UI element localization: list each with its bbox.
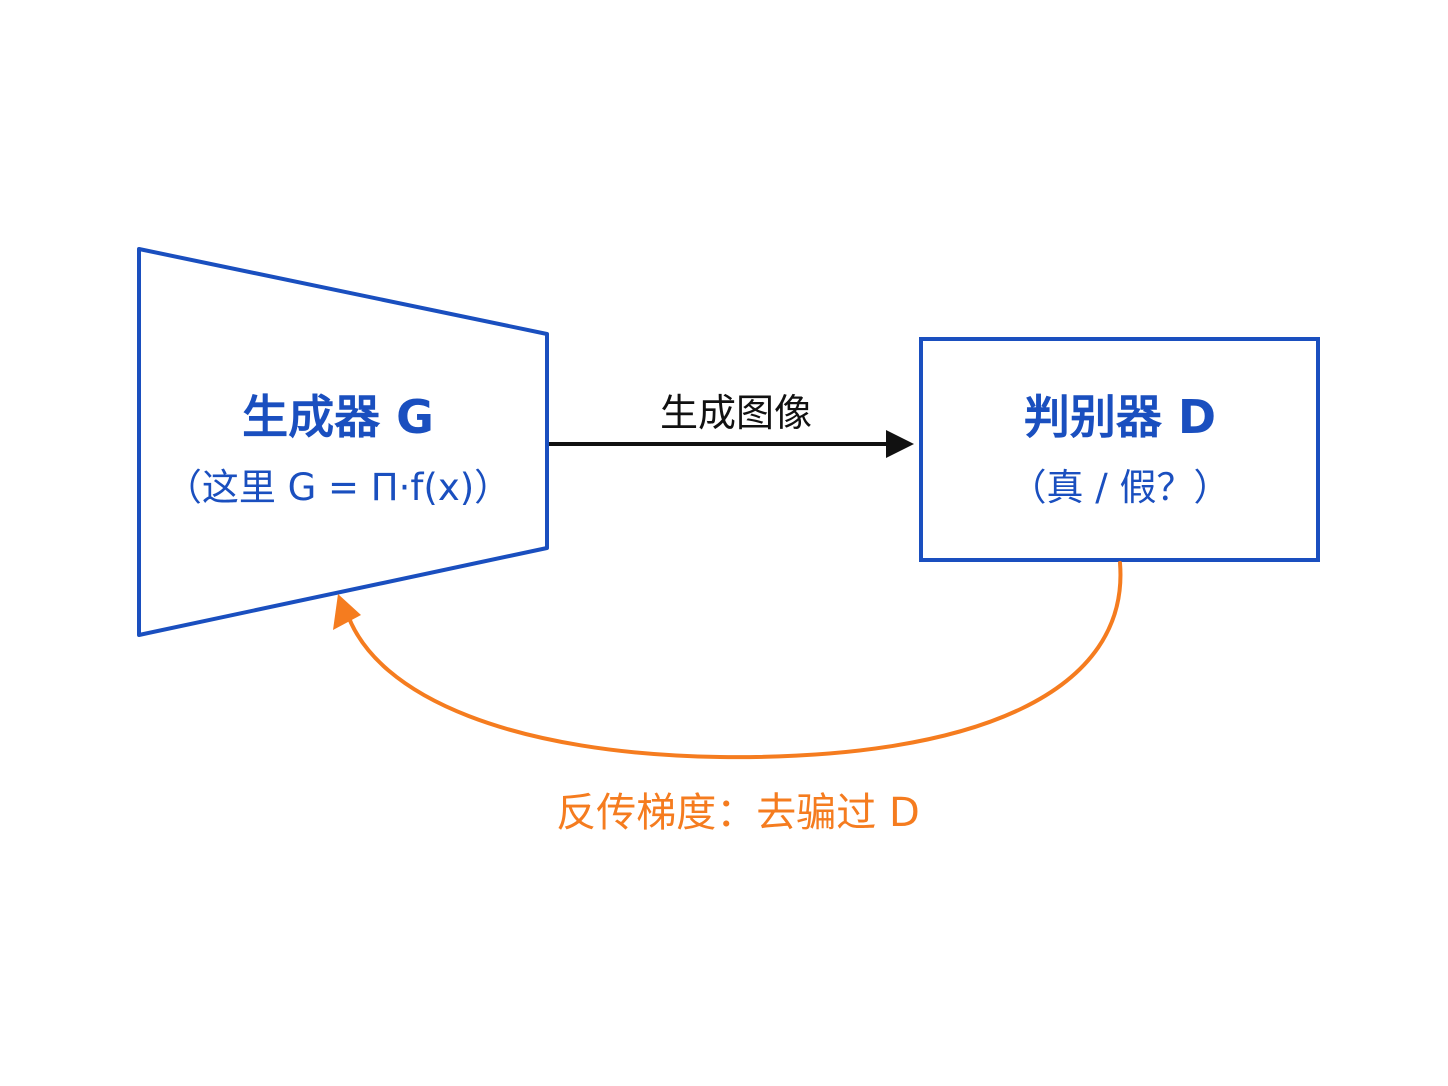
feedback-edge: 反传梯度：去骗过 D [333, 561, 1123, 836]
generator-subtitle: （这里 G = Π·f(x)） [165, 466, 511, 509]
forward-edge: 生成图像 [549, 391, 914, 458]
forward-arrowhead [886, 430, 914, 458]
forward-edge-label: 生成图像 [660, 391, 812, 435]
generator-shape [137, 247, 549, 637]
feedback-arrowhead [333, 594, 361, 630]
generator-title: 生成器 G [242, 390, 434, 444]
feedback-arrow [344, 561, 1123, 760]
generator-node: 生成器 G （这里 G = Π·f(x)） [137, 247, 549, 637]
discriminator-subtitle: （真 / 假？） [1010, 466, 1231, 509]
discriminator-shape [919, 337, 1320, 562]
feedback-edge-label: 反传梯度：去骗过 D [556, 790, 920, 836]
discriminator-title: 判别器 D [1024, 390, 1216, 444]
discriminator-node: 判别器 D （真 / 假？） [919, 337, 1320, 562]
